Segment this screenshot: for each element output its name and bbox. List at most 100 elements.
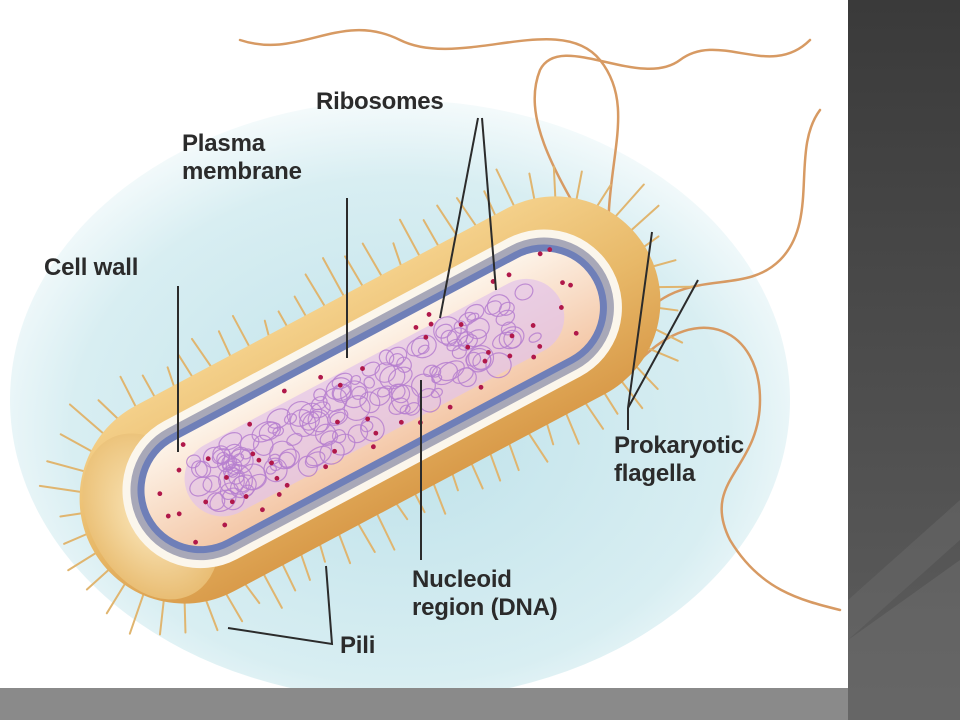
chevron-decoration [848,560,960,720]
ribosome [318,374,324,380]
dna-loop [304,451,326,469]
pilus [38,484,85,494]
dna-loop [514,283,534,301]
pilus [59,433,96,454]
dna-loop [269,459,283,472]
ribosome [507,353,513,359]
pilus [231,314,252,351]
pilus [190,337,214,371]
pilus [119,375,139,411]
flagellum [238,29,620,262]
ribosome [465,344,471,350]
pilus [392,242,404,270]
ribosome [458,322,464,327]
pilus [344,255,366,290]
leader-line-ribosomes [481,117,497,291]
ribosome [274,475,280,481]
dna-loop [230,446,252,467]
ribosome [323,464,329,470]
pilus [649,259,677,269]
pilus [455,197,479,230]
dna-loop [374,362,396,383]
pilus [545,419,555,446]
dna-loop [453,320,468,334]
ribosome [568,282,573,288]
ribosome [558,305,564,310]
dna-loop [272,426,285,437]
pilus [141,374,158,401]
dna-loop [484,300,502,316]
dna-loop [209,489,237,513]
dna-loop [307,408,331,433]
dna-loop [343,395,371,421]
dna-loop [221,487,245,511]
ribosome [423,334,429,340]
dna-loop [466,312,480,323]
dna-loop [263,457,288,483]
dna-loop [309,401,331,419]
dna-loop [431,373,443,384]
pilus [483,190,498,220]
ribosome [165,513,171,519]
dna-loop [486,294,511,318]
dna-loop [330,433,356,456]
pilus [374,510,396,551]
dna-loop [305,445,332,467]
dna-loop [327,408,349,426]
ribosome [337,382,343,388]
pilus [336,530,352,565]
leader-lines [177,117,699,646]
ribosome [284,482,290,488]
dna-loop [360,420,374,433]
pilus [293,295,309,320]
ribosome [573,330,579,336]
ribosome [370,444,376,450]
dna-loop [265,464,277,475]
dna-loop [239,484,255,498]
label-cell-wall: Cell wall [44,254,139,281]
pilus [422,219,441,250]
dna-loop [297,455,318,477]
pilus [361,242,385,280]
ribosome [332,448,337,454]
pilus [128,590,146,635]
ribosome [276,492,282,497]
dna-loop [388,397,409,415]
dna-loop [388,366,413,387]
dna-loop [396,356,412,373]
dna-loop [457,334,478,351]
ribosome [537,251,543,257]
ribosome [428,321,434,327]
pilus [628,204,660,234]
pilus [495,168,517,210]
label-ribosomes: Ribosomes [316,88,444,115]
dna-loop [417,388,442,413]
dna-loop [495,309,516,327]
dna-loop [379,365,406,390]
pilus [582,399,605,430]
dna-loop [245,473,267,491]
dna-loop [202,446,226,469]
ribosome [560,280,565,285]
dna-loop [385,346,408,366]
label-prokaryotic-flagella: Prokaryotic flagella [614,432,744,487]
ribosome [447,404,453,410]
dna-loop [347,424,369,444]
pilus [552,165,557,202]
pilus [217,330,233,361]
pilus [526,429,549,463]
pilus [469,459,484,490]
ribosome [229,499,235,505]
ribosome [180,442,186,447]
ribosome [506,272,512,278]
dna-loop [189,476,213,497]
pilus [488,449,502,482]
dna-loop [410,373,436,399]
ribosome [478,384,484,390]
dna-loop [206,492,226,511]
flagella [238,29,842,612]
ribosomes [157,247,579,545]
dna-loop [239,433,260,452]
slide-bottom-bar [0,688,848,720]
pilus [280,560,297,592]
